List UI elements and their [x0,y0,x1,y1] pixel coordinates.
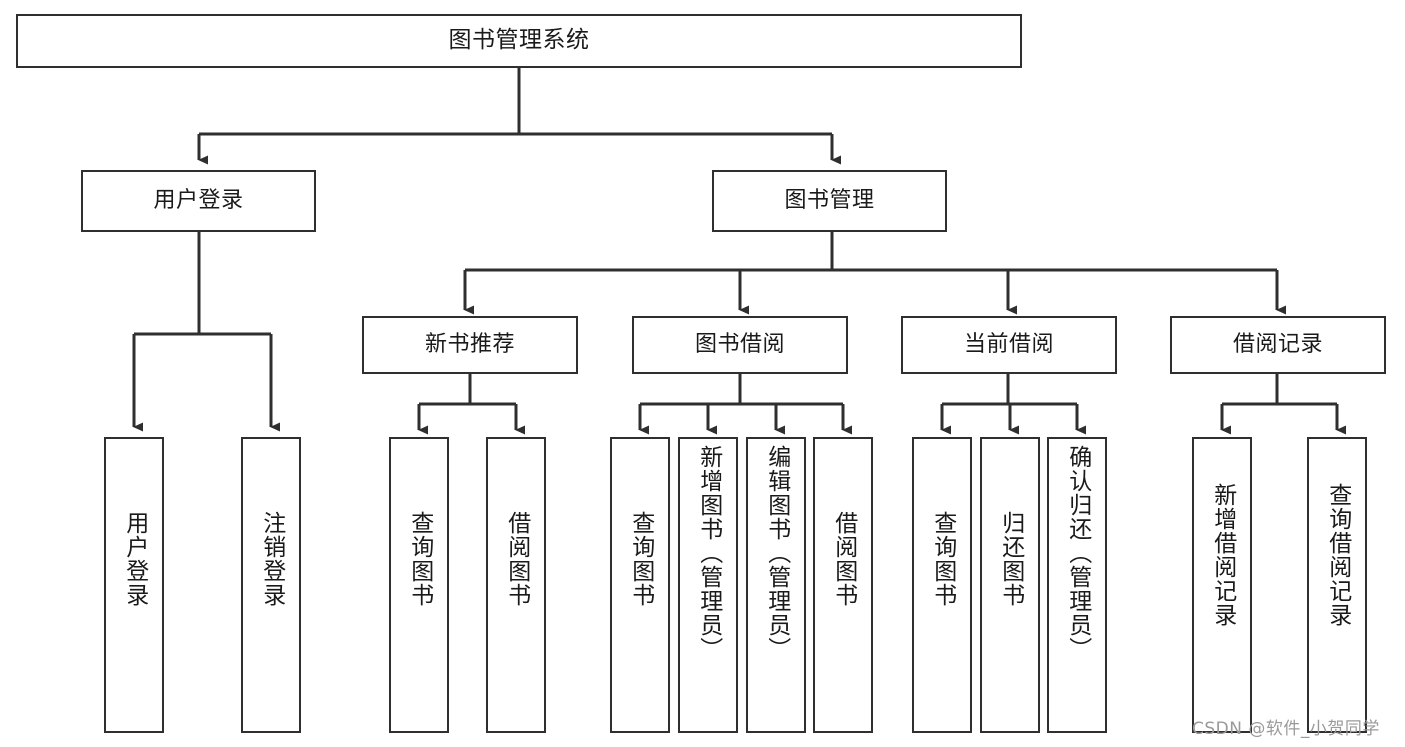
node-label: 新增图书（管理员） [695,445,722,661]
node-label: 查询借阅记录 [1324,483,1351,627]
node-label: 查询图书 [406,511,433,607]
leaf-borrow-books[interactable]: 借阅图书 [813,437,873,733]
node-label: 确认归还（管理员） [1064,445,1091,661]
leaf-query-borrow-record[interactable]: 查询借阅记录 [1307,437,1367,733]
node-label: 借阅图书 [830,511,857,607]
node-root-book-management-system[interactable]: 图书管理系统 [16,14,1022,68]
node-label: 查询图书 [627,511,654,607]
leaf-add-book-admin[interactable]: 新增图书（管理员） [678,437,738,733]
node-label: 图书管理系统 [448,27,590,54]
node-label: 用户登录 [153,188,244,214]
node-book-borrowing[interactable]: 图书借阅 [632,316,848,374]
node-user-login[interactable]: 用户登录 [81,170,316,232]
node-label: 当前借阅 [963,332,1054,358]
leaf-logout[interactable]: 注销登录 [241,437,301,733]
leaf-user-login[interactable]: 用户登录 [104,437,164,733]
node-new-book-recommendation[interactable]: 新书推荐 [362,316,578,374]
leaf-return-books[interactable]: 归还图书 [980,437,1040,733]
leaf-query-books-current[interactable]: 查询图书 [912,437,972,733]
node-label: 新书推荐 [424,332,515,358]
leaf-confirm-return-admin[interactable]: 确认归还（管理员） [1047,437,1107,733]
node-label: 新增借阅记录 [1209,483,1236,627]
node-label: 图书借阅 [694,332,785,358]
node-label: 图书管理 [784,188,875,214]
node-label: 借阅记录 [1232,332,1323,358]
leaf-edit-book-admin[interactable]: 编辑图书（管理员） [746,437,806,733]
node-label: 借阅图书 [503,511,530,607]
leaf-query-books-new-book[interactable]: 查询图书 [389,437,449,733]
leaf-add-borrow-record[interactable]: 新增借阅记录 [1192,437,1252,733]
leaf-query-books-borrow[interactable]: 查询图书 [610,437,670,733]
node-label: 用户登录 [121,511,148,607]
node-label: 归还图书 [997,511,1024,607]
node-book-management[interactable]: 图书管理 [712,170,947,232]
csdn-watermark: CSDN @软件_小贺同学 [1192,719,1380,739]
node-label: 注销登录 [258,511,285,607]
node-current-borrowing[interactable]: 当前借阅 [901,316,1117,374]
node-label: 编辑图书（管理员） [763,445,790,661]
leaf-borrow-books-new-book[interactable]: 借阅图书 [486,437,546,733]
node-borrowing-records[interactable]: 借阅记录 [1170,316,1386,374]
node-label: 查询图书 [929,511,956,607]
